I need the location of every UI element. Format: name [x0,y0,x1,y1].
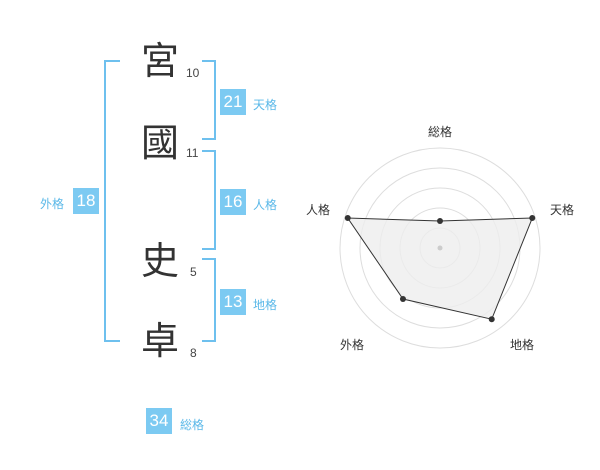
radar-center-dot [437,245,443,251]
name-char-3: 史 [140,239,179,283]
tenkaku-badge: 21 [220,89,246,115]
radar-axis-label-4: 人格 [306,203,331,217]
stroke-count-2: 11 [186,146,199,160]
radar-point-3 [399,295,406,302]
stroke-count-4: 8 [190,346,197,360]
radar-point-2 [488,316,495,323]
radar-axis-label-3: 外格 [340,338,365,352]
chikaku-badge: 13 [220,289,246,315]
jinkaku-bracket [202,150,216,250]
chikaku-label: 地格 [253,298,278,312]
radar-series-polygon [346,217,534,320]
gaikaku-label: 外格 [40,197,65,211]
gaikaku-badge: 18 [73,188,99,214]
radar-ring [339,147,541,349]
tenkaku-label: 天格 [253,98,278,112]
name-char-1: 宮 [140,39,179,83]
radar-axis-label-2: 地格 [510,338,535,352]
radar-point-4 [344,215,351,222]
radar-axis-label-1: 天格 [550,203,575,217]
jinkaku-badge: 16 [220,189,246,215]
radar-point-0 [437,218,443,224]
name-char-2: 國 [140,121,179,165]
stroke-count-3: 5 [190,265,197,279]
radar-axis-label-0: 総格 [428,125,453,139]
stroke-count-1: 10 [186,66,200,80]
jinkaku-label: 人格 [253,198,278,212]
tenkaku-bracket [202,60,216,140]
radar-point-1 [529,215,536,222]
soukaku-label: 総格 [180,418,205,432]
soukaku-badge: 34 [146,408,172,434]
radar-chart [339,147,541,349]
name-char-4: 卓 [140,319,179,363]
gaikaku-bracket [104,60,120,342]
chikaku-bracket [202,258,216,342]
